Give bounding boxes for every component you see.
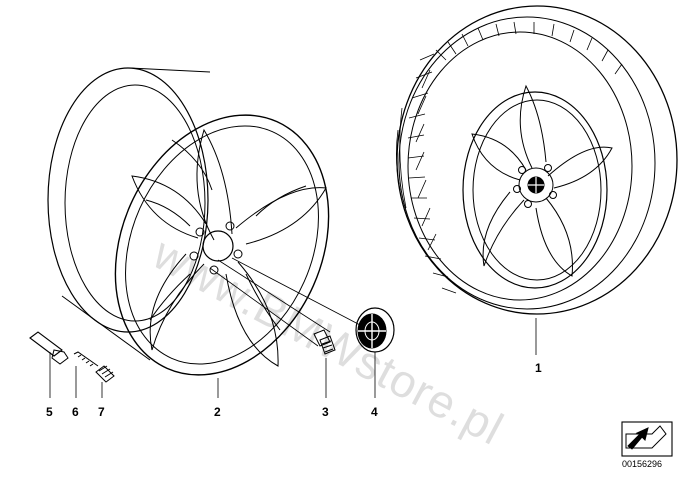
leader-lines [49, 257, 537, 398]
callout-2[interactable]: 2 [214, 405, 221, 419]
callout-5[interactable]: 5 [46, 405, 53, 419]
callout-1[interactable]: 1 [535, 361, 542, 375]
alloy-rim-drawing[interactable] [47, 67, 368, 409]
image-id: 00156296 [622, 459, 663, 469]
wheel-and-tire-drawing[interactable] [396, 5, 678, 315]
callout-4[interactable]: 4 [371, 405, 378, 419]
valve-insert-drawing[interactable] [73, 351, 99, 367]
valve-cap-drawing[interactable] [95, 365, 115, 383]
callout-3[interactable]: 3 [322, 405, 329, 419]
diagram-id-box [621, 421, 673, 457]
callout-6[interactable]: 6 [72, 405, 79, 419]
wheel-bolt-drawing[interactable] [313, 329, 336, 355]
arrow-icon [627, 427, 649, 450]
tire-valve-drawing[interactable] [29, 331, 69, 365]
callout-7[interactable]: 7 [98, 405, 105, 419]
